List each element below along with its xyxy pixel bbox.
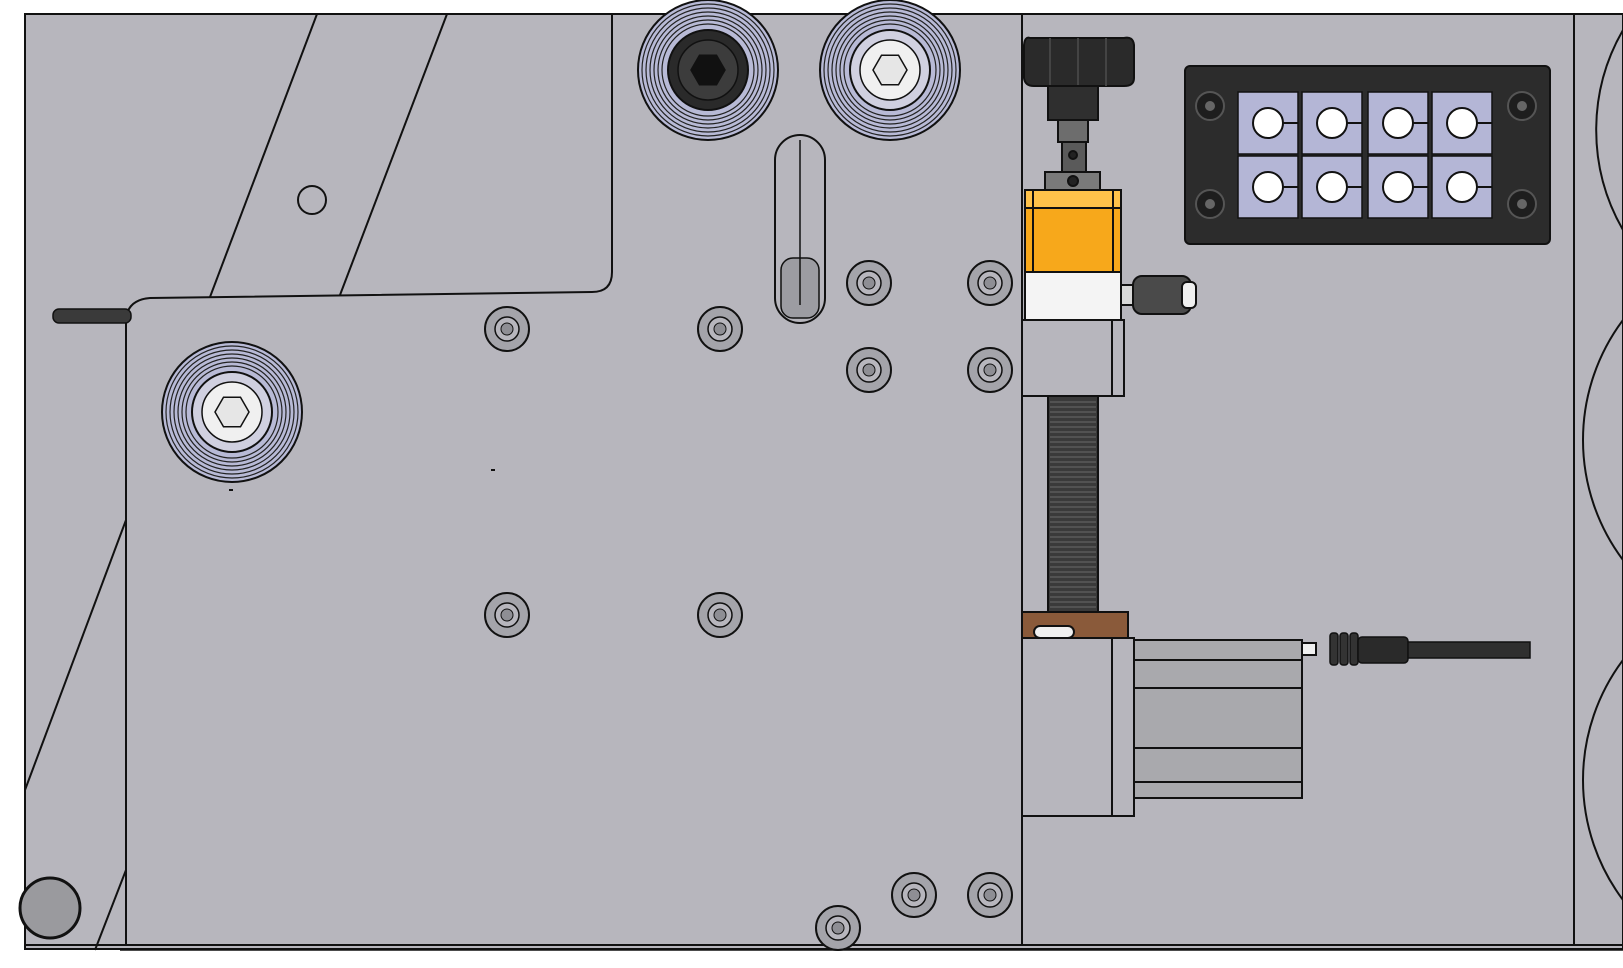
vertical-slot: [774, 134, 826, 324]
clamp-bracket: [1021, 189, 1125, 397]
fastener: [697, 306, 743, 352]
right-edge-arcs: [1582, 29, 1623, 901]
screw-base-block: [1021, 611, 1129, 639]
adjust-knob[interactable]: [1023, 36, 1135, 121]
fastener: [815, 905, 861, 951]
terminal-port: [1237, 155, 1299, 219]
terminal-port: [1431, 155, 1493, 219]
mount-screw: [1195, 189, 1225, 219]
hex-socket-icon: [690, 54, 726, 86]
left-rod: [52, 308, 132, 324]
mount-screw: [1195, 91, 1225, 121]
roller: [637, 0, 779, 141]
terminal-port: [1301, 155, 1363, 219]
fastener: [967, 260, 1013, 306]
terminal-port: [1367, 91, 1429, 155]
roller: [161, 341, 303, 483]
terminal-port: [1301, 91, 1363, 155]
stepper-motor: [1021, 637, 1317, 817]
terminal-port: [1237, 91, 1299, 155]
adjust-assembly: [1021, 36, 1197, 397]
fastener: [967, 347, 1013, 393]
hex-socket-icon: [214, 396, 250, 428]
fastener: [697, 592, 743, 638]
corner-knob: [18, 876, 82, 940]
fastener: [484, 592, 530, 638]
lead-screw: [1047, 395, 1099, 615]
fastener: [484, 306, 530, 352]
terminal-port: [1431, 91, 1493, 155]
terminal-block: [1184, 65, 1551, 245]
rollers: [161, 0, 961, 483]
fastener: [967, 872, 1013, 918]
mount-screw: [1507, 91, 1537, 121]
cable-connector: [1329, 632, 1531, 666]
fastener: [846, 260, 892, 306]
hex-socket-icon: [872, 54, 908, 86]
mount-screw: [1507, 189, 1537, 219]
terminal-port: [1367, 155, 1429, 219]
roller: [819, 0, 961, 141]
fastener: [846, 347, 892, 393]
side-pin[interactable]: [1120, 275, 1197, 315]
fasteners: [484, 260, 1013, 951]
fastener: [891, 872, 937, 918]
